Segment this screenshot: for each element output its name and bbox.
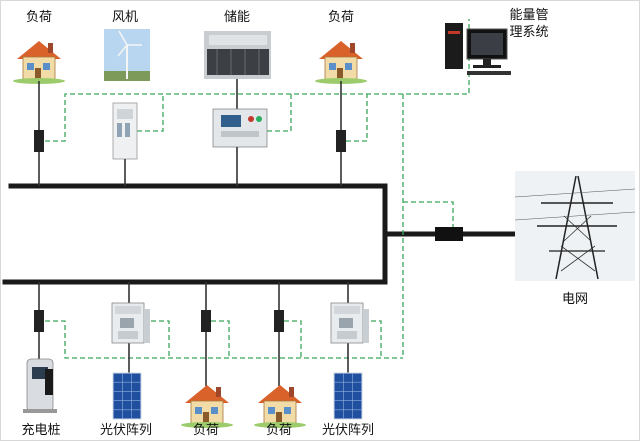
pv-inverter-left — [111, 302, 151, 344]
load-house-bottom-1 — [180, 384, 234, 429]
charger-switch — [34, 310, 44, 332]
label-ems-line2: 理系统 — [509, 25, 548, 40]
wind-turbine-photo — [104, 29, 150, 81]
charging-pile-icon — [23, 358, 57, 413]
storage-pcs-cabinet — [212, 108, 268, 148]
load-switch-top-right — [336, 130, 346, 152]
pv-panel-right — [333, 372, 363, 420]
ems-computer-icon — [445, 23, 511, 75]
label-storage: 储能 — [224, 10, 250, 25]
label-pv-left: 光伏阵列 — [100, 423, 152, 438]
grid-tie-breaker — [435, 227, 463, 241]
load-switch-bottom-2 — [274, 310, 284, 332]
pv-panel-left — [112, 372, 142, 420]
load-house-top-right — [314, 40, 368, 85]
label-ems-line1: 能量管 — [509, 8, 548, 23]
grid-tower-photo — [514, 171, 636, 281]
label-load-top-right: 负荷 — [328, 10, 354, 25]
load-house-top-left — [12, 40, 66, 85]
label-wind: 风机 — [112, 10, 138, 25]
label-load-top-left: 负荷 — [26, 10, 52, 25]
pv-inverter-right — [330, 302, 370, 344]
label-pv-right: 光伏阵列 — [322, 423, 374, 438]
wind-converter-cabinet — [112, 102, 138, 160]
load-house-bottom-2 — [253, 384, 307, 429]
storage-battery-photo — [204, 31, 271, 79]
label-grid: 电网 — [562, 292, 588, 307]
load-switch-bottom-1 — [201, 310, 211, 332]
label-load-bottom-2: 负荷 — [266, 423, 292, 438]
load-switch-top-left — [34, 130, 44, 152]
label-load-bottom-1: 负荷 — [193, 423, 219, 438]
communication-network — [45, 19, 470, 359]
upper-busbar — [2, 183, 388, 285]
label-charger: 充电桩 — [21, 422, 60, 438]
